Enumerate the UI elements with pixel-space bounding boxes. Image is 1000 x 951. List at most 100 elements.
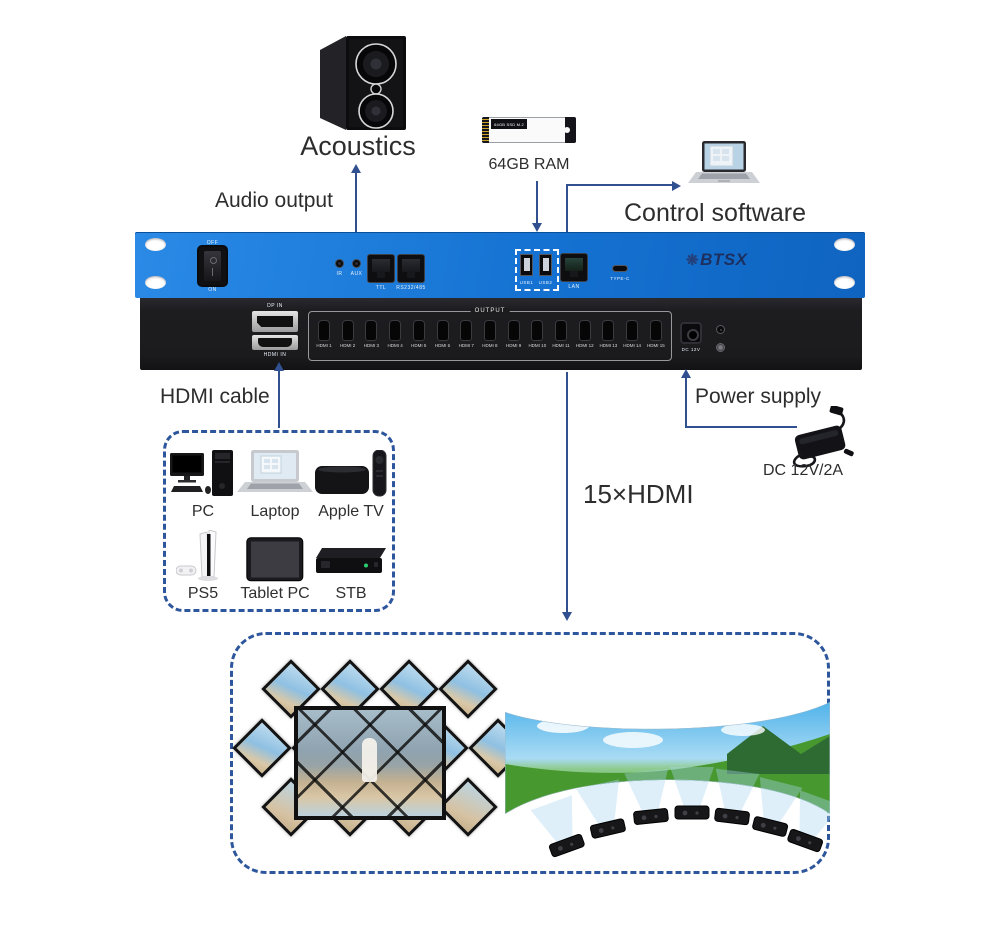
ram-arrow-line (536, 181, 538, 225)
power-switch[interactable] (199, 247, 226, 285)
ram-arrow-head (532, 223, 542, 232)
stb-icon (316, 548, 386, 573)
lan-port[interactable] (561, 254, 587, 281)
hdmi-output-port[interactable] (602, 320, 615, 341)
hdmi-output-cell: HDMI 15 (647, 320, 665, 348)
hdmi-output-port[interactable] (318, 320, 330, 341)
hdmi-output-port[interactable] (578, 320, 591, 341)
source-appletv: Apple TV (314, 443, 388, 521)
hdmi-output-cell: HDMI 12 (576, 320, 594, 348)
hdmi-output-port[interactable] (531, 320, 544, 341)
ttl-label: TTL (375, 285, 387, 291)
hdmi-cable-arrow-line (278, 370, 280, 428)
hdmi-output-cell: HDMI 2 (339, 320, 357, 348)
control-arrow-hline (566, 184, 674, 186)
aux-label: AUX (350, 271, 363, 277)
rs232-port[interactable] (398, 255, 424, 282)
usb2-port[interactable] (539, 254, 552, 276)
lan-label: LAN (568, 284, 580, 290)
dp-in-port[interactable] (252, 311, 298, 332)
ssd-connector (482, 117, 489, 143)
hdmi-output-port[interactable] (389, 320, 402, 341)
hdmi-output-label: HDMI 7 (458, 343, 474, 348)
source-tablet: Tablet PC (236, 525, 314, 603)
ground-screw (716, 343, 725, 352)
aux-jack[interactable] (352, 259, 361, 268)
source-label: PS5 (187, 585, 219, 602)
ssd-chip-label: 64GB SSD M.2 (491, 119, 527, 129)
hdmi-output-cell: HDMI 13 (599, 320, 617, 348)
source-pc: PC (170, 443, 236, 521)
typec-label: TYPE-C (610, 276, 630, 281)
hdmi-output-label: HDMI 4 (387, 343, 403, 348)
laptop-icon (237, 450, 313, 492)
hdmi-output-label: HDMI 8 (482, 343, 498, 348)
ram-label: 64GB RAM (488, 156, 570, 173)
hdmi-output-port[interactable] (626, 320, 639, 341)
wall-screen (438, 659, 498, 719)
hdmi-output-port[interactable] (555, 320, 568, 341)
hdmi-output-cell: HDMI 9 (505, 320, 523, 348)
hdmi-in-label: HDMI IN (263, 352, 287, 358)
wall-screen (438, 777, 498, 837)
power-off-label: OFF (206, 240, 219, 246)
ssd-screw-end (564, 117, 576, 143)
hdmi-output-port[interactable] (649, 320, 662, 341)
hdmi-output-port[interactable] (483, 320, 496, 341)
hdmi-output-port[interactable] (365, 320, 378, 341)
ps5-icon (176, 530, 218, 581)
hdmi-output-cell: HDMI 1 (315, 320, 333, 348)
tablet-icon (246, 537, 304, 582)
audio-output-label: Audio output (215, 189, 333, 212)
ssd-icon: 64GB SSD M.2 (482, 112, 576, 148)
acoustics-label: Acoustics (300, 131, 416, 161)
hdmi-output-ports: HDMI 1 HDMI 2 HDMI 3 HDMI 4 HDMI 5 HDMI … (309, 312, 671, 348)
hdmi-output-port[interactable] (412, 320, 425, 341)
hdmi-output-port[interactable] (341, 320, 354, 341)
power-arrow-head (681, 369, 691, 378)
ttl-port[interactable] (368, 255, 394, 282)
source-stb: STB (314, 525, 388, 603)
source-label: STB (335, 585, 367, 602)
usb1-label: USB1 (519, 280, 534, 285)
ir-label: IR (336, 271, 343, 277)
source-label: Laptop (250, 503, 300, 520)
hdmi-output-label: HDMI 11 (552, 343, 570, 348)
hdmi-output-label: HDMI 3 (363, 343, 380, 348)
hdmi-output-port[interactable] (460, 320, 473, 341)
mount-hole (834, 276, 855, 289)
source-label: Tablet PC (240, 585, 310, 602)
curved-screen-scene (505, 696, 842, 864)
output-title: OUTPUT (470, 308, 510, 314)
hdmi-in-port[interactable] (252, 335, 298, 350)
hdmi-output-port[interactable] (436, 320, 449, 341)
pc-icon (170, 450, 233, 496)
source-label: Apple TV (318, 503, 384, 520)
hdmi-output-label: HDMI 14 (623, 343, 642, 348)
typec-port[interactable] (612, 265, 628, 272)
hdmi-output-cell: HDMI 4 (386, 320, 404, 348)
hdmi-output-label: HDMI 10 (528, 343, 547, 348)
dc-power-jack[interactable] (680, 322, 702, 344)
source-label: PC (191, 503, 215, 520)
ir-jack[interactable] (335, 259, 344, 268)
power-switch-rocker (204, 251, 221, 281)
power-arrow-hline (685, 426, 797, 428)
control-arrow-vline (566, 184, 568, 232)
hdmi-output-cell: HDMI 5 (410, 320, 428, 348)
control-arrow-head (672, 181, 681, 191)
source-laptop: Laptop (236, 443, 314, 521)
power-supply-label: Power supply (695, 385, 822, 408)
hdmi-output-cell: HDMI 8 (481, 320, 499, 348)
power-adapter-icon (786, 404, 866, 468)
output-group: OUTPUT HDMI 1 HDMI 2 HDMI 3 HDMI 4 HDMI … (308, 308, 672, 361)
hdmi-count-label: 15×HDMI (583, 479, 694, 509)
brand-logo: ❋BTSX (686, 250, 747, 270)
dc-jack-label: DC 12V (681, 347, 701, 352)
power-on-label: ON (208, 287, 217, 293)
hdmi-output-cell: HDMI 14 (623, 320, 641, 348)
usb1-port[interactable] (520, 254, 533, 276)
hdmi-output-port[interactable] (507, 320, 520, 341)
hdmi15-arrow-line (566, 372, 568, 614)
